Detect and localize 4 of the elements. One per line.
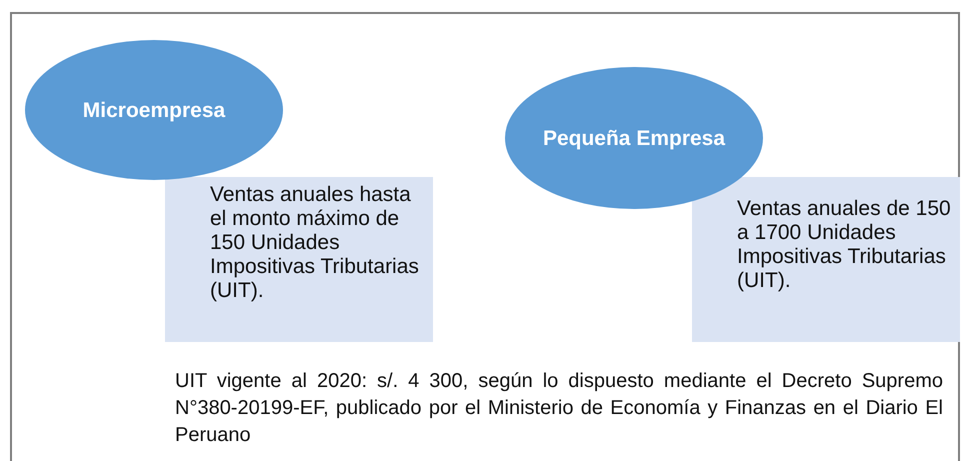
description-box: Ventas anuales hasta el monto máximo de 150 Unidades Impositivas Tributarias (UIT). — [165, 177, 433, 342]
note-text: UIT vigente al 2020: s/. 4 300, según lo dispuesto mediante el Decreto Supremo N°380-20199-EF, publicado por el Ministerio de Economía y Finanzas en el Diario El Peruano — [175, 369, 943, 448]
company-type-ellipse: Microempresa — [25, 40, 283, 180]
description-box: Ventas anuales de 150 a 1700 Unidades Impositivas Tributarias (UIT). — [692, 177, 960, 342]
